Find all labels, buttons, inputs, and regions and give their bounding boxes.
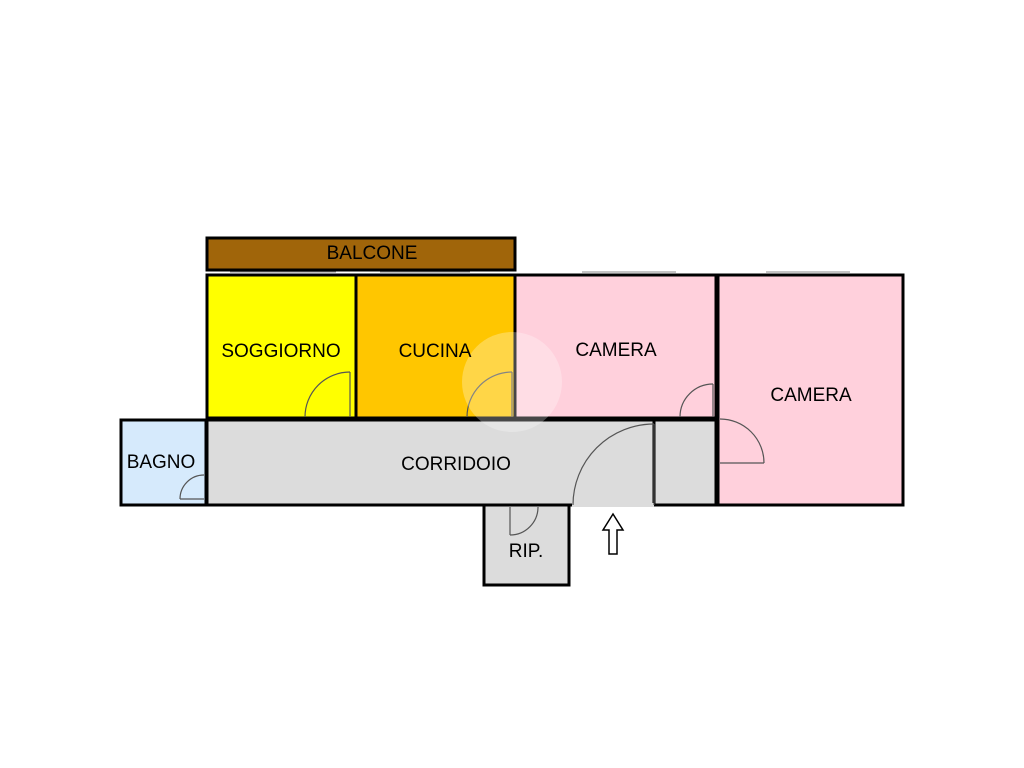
cucina-room: [356, 275, 515, 418]
balcone-wall: [205, 236, 517, 272]
corridoio-label: CORRIDOIO: [401, 454, 511, 475]
balcone-room: [207, 238, 515, 270]
door-ripostiglio: [509, 506, 539, 536]
bagno-room: [121, 420, 206, 505]
soggiorno-room: [207, 275, 356, 418]
balcone-label: BALCONE: [327, 243, 418, 264]
door-entrance: [572, 423, 655, 506]
ripostiglio-wall: [482, 503, 571, 587]
camera-wall-2: [716, 273, 905, 507]
soggiorno-label: SOGGIORNO: [221, 341, 340, 362]
watermark-logo: [462, 332, 562, 432]
camera-room-1: [515, 275, 716, 418]
entrance-arrow-icon: [601, 512, 625, 555]
corridoio-wall: [205, 418, 718, 507]
bagno-label: BAGNO: [127, 452, 196, 473]
camera-label-2: CAMERA: [770, 385, 852, 406]
camera-label-1: CAMERA: [575, 340, 657, 361]
door-camera-2: [719, 418, 765, 464]
ripostiglio-label: RIP.: [509, 541, 544, 562]
ripostiglio-room: [484, 505, 569, 585]
door-camera-1: [679, 383, 714, 418]
door-soggiorno: [304, 371, 351, 418]
cucina-label: CUCINA: [399, 341, 472, 362]
corridoio-room: [207, 420, 716, 505]
door-cucina: [466, 371, 513, 418]
camera-room-2: [718, 275, 903, 505]
door-bagno: [179, 474, 205, 500]
camera-wall-1: [513, 273, 718, 420]
